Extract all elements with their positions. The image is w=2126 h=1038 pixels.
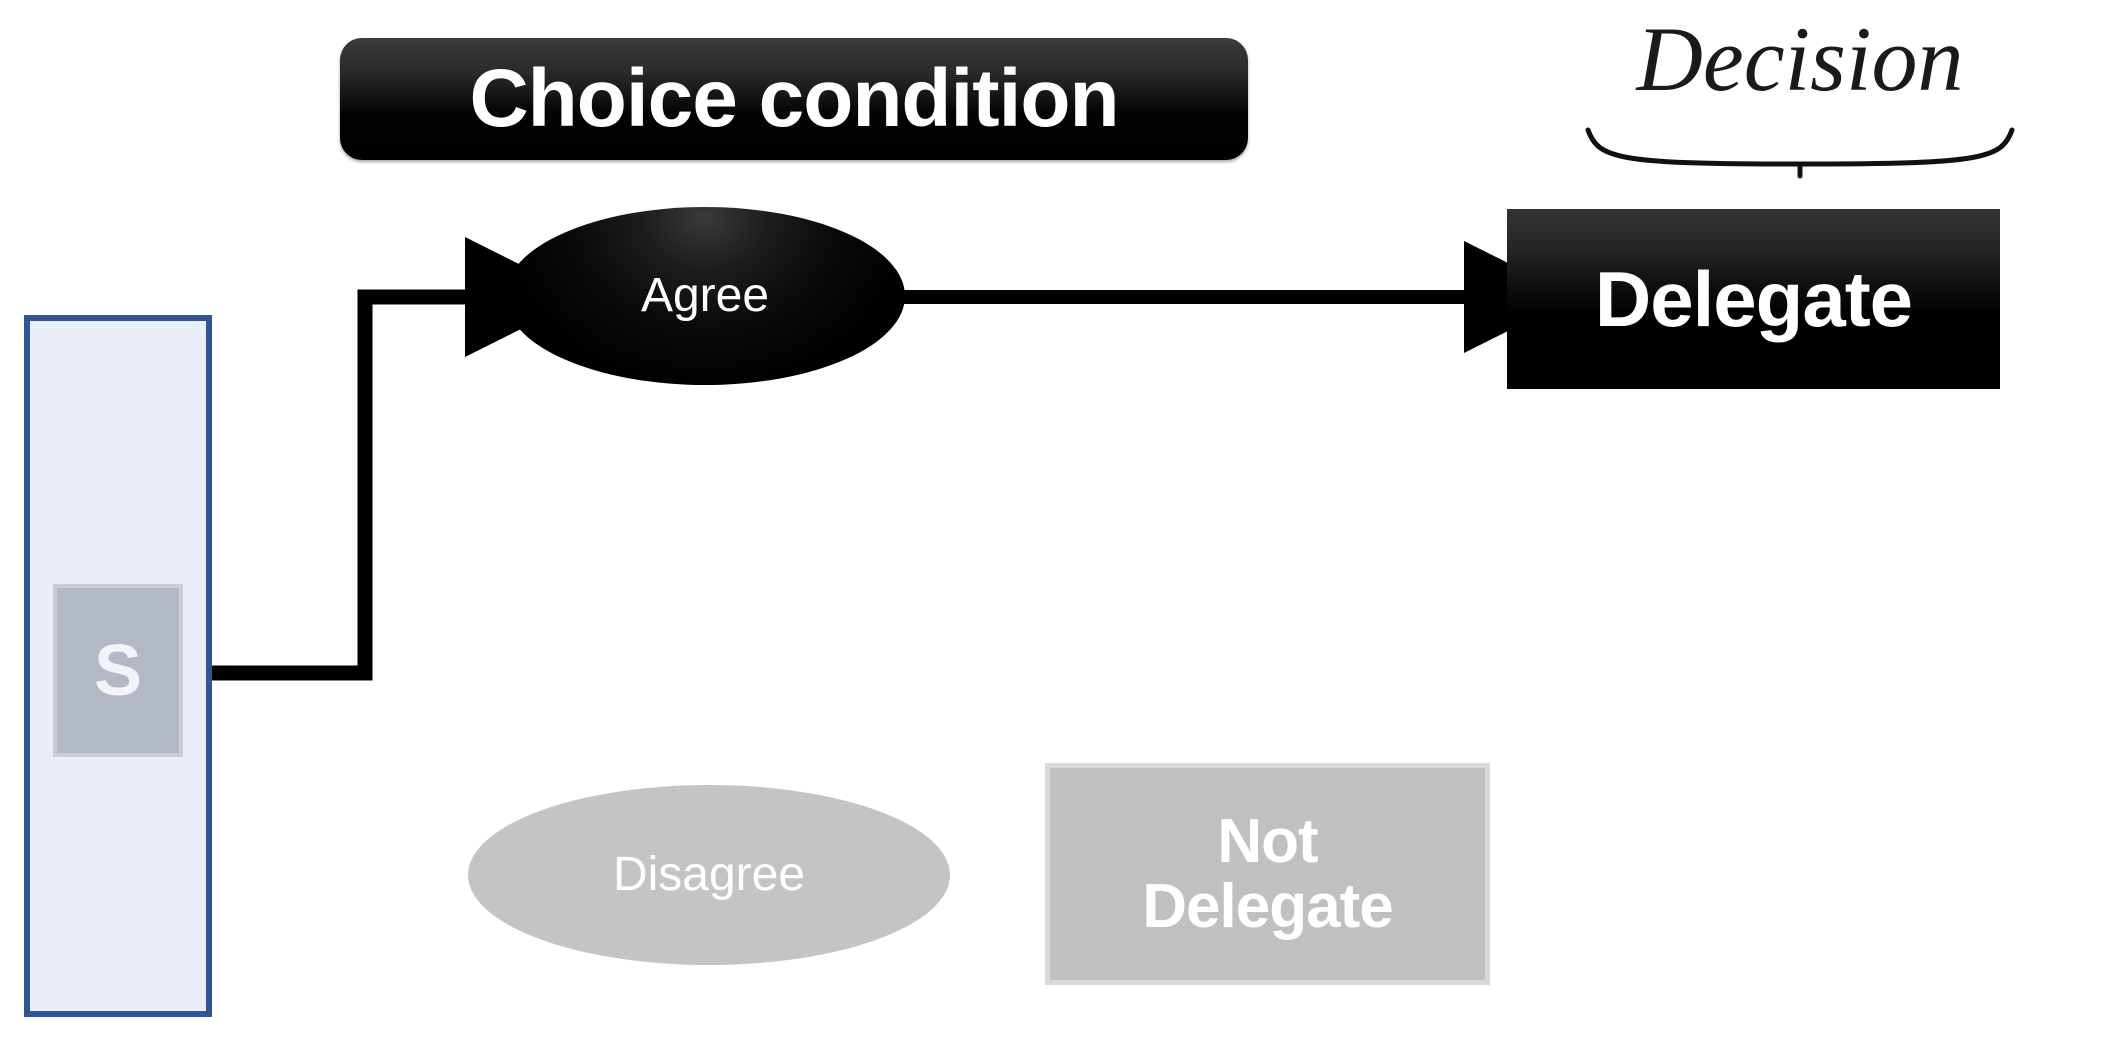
outcome-node-delegate-label: Delegate xyxy=(1594,255,1913,343)
decision-underbrace-icon xyxy=(1585,127,2015,179)
outcome-node-delegate[interactable]: Delegate xyxy=(1507,209,2000,389)
choice-condition-banner: Choice condition xyxy=(340,38,1248,160)
stimulus-token-label: S xyxy=(93,630,143,711)
outcome-node-not-delegate[interactable]: Not Delegate xyxy=(1045,763,1490,985)
connector-source-to-agree xyxy=(212,237,585,681)
choice-node-agree[interactable]: Agree xyxy=(505,207,905,385)
choice-condition-banner-label: Choice condition xyxy=(469,53,1119,144)
outcome-node-not-delegate-label-line1: Not xyxy=(1217,806,1318,876)
choice-node-agree-label: Agree xyxy=(640,269,770,322)
choice-node-disagree-label: Disagree xyxy=(612,848,806,901)
outcome-node-not-delegate-label-line2: Delegate xyxy=(1142,872,1393,941)
choice-node-disagree[interactable]: Disagree xyxy=(468,785,950,965)
decision-annotation-label: Decision xyxy=(1636,8,1964,110)
stimulus-token-s: S xyxy=(53,584,183,757)
decision-annotation: Decision xyxy=(1560,4,2040,114)
